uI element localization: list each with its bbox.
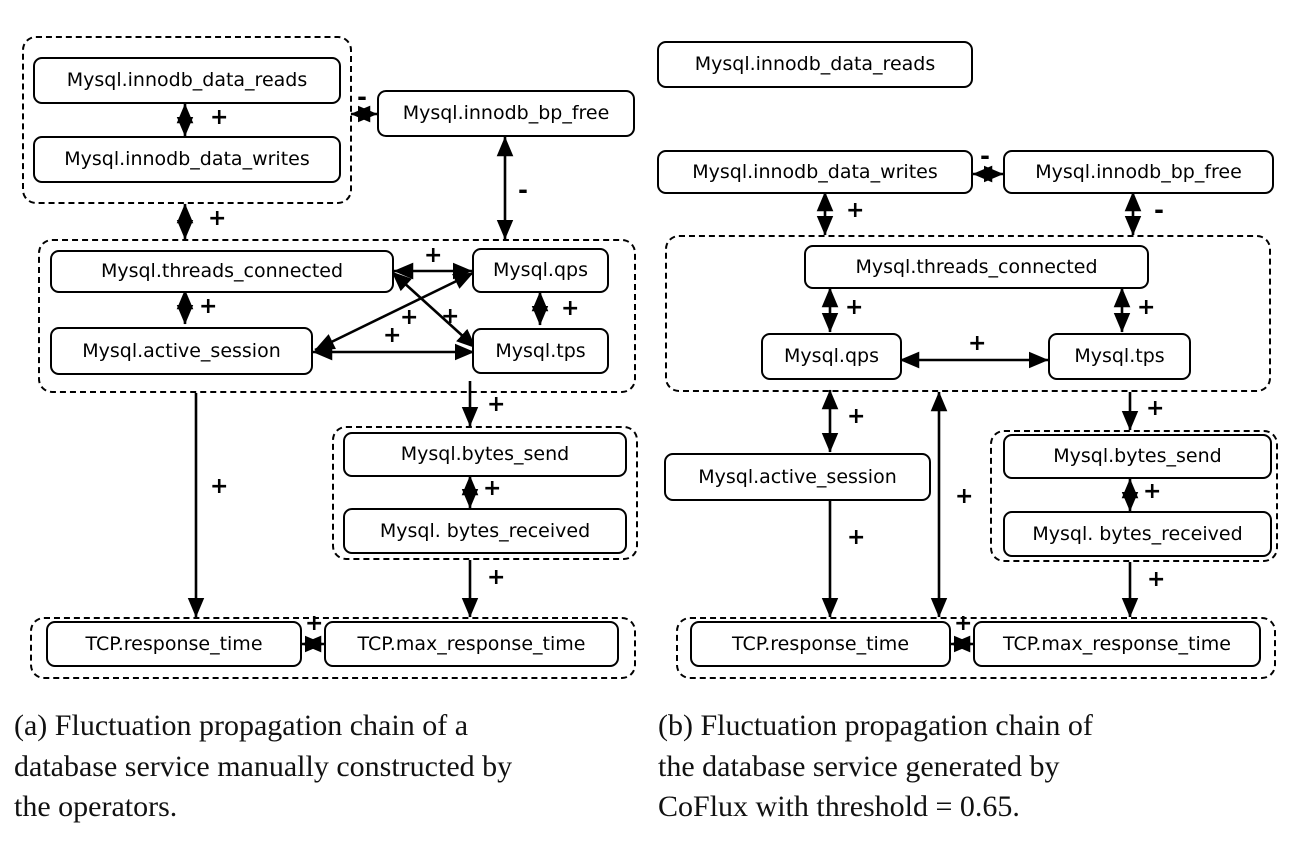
a-group-bytes xyxy=(332,426,638,560)
b-sign-bpfree-core: - xyxy=(1154,196,1164,224)
b-sign-qps-tps: + xyxy=(968,331,987,356)
b-sign-threads-qps: + xyxy=(845,295,864,320)
b-sign-core-tcp: + xyxy=(955,484,974,509)
a-sign-tcp-pair: + xyxy=(305,611,324,636)
panel-b-edges xyxy=(816,165,1142,653)
a-sign-threads-session: + xyxy=(199,294,218,319)
a-sign-session-qps: + xyxy=(400,305,419,330)
a-sign-threads-tps: + xyxy=(441,304,460,329)
node-mysql-innodb-data-reads[interactable]: Mysql.innodb_data_reads xyxy=(33,57,341,104)
caption-a-line-1: (a) Fluctuation propagation chain of a xyxy=(14,709,469,742)
caption-a: (a) Fluctuation propagation chain of a d… xyxy=(14,706,644,828)
a-sign-session-tps: + xyxy=(383,323,402,348)
panel-b-diagram: Mysql.innodb_data_reads Mysql.innodb_dat… xyxy=(640,0,1295,700)
node-mysql-tps[interactable]: Mysql.tps xyxy=(472,328,609,374)
b-sign-threads-tps: + xyxy=(1137,295,1156,320)
node-tcp-response-time[interactable]: TCP.response_time xyxy=(690,621,951,667)
node-mysql-active-session[interactable]: Mysql.active_session xyxy=(50,327,313,375)
b-sign-writes-core: + xyxy=(846,198,865,223)
a-group-core xyxy=(38,239,636,393)
b-group-core xyxy=(665,235,1271,392)
node-mysql-threads-connected[interactable]: Mysql.threads_connected xyxy=(804,245,1149,289)
b-sign-qps-session: + xyxy=(847,404,866,429)
a-sign-reads-writes: + xyxy=(210,105,229,130)
caption-b-line-1: (b) Fluctuation propagation chain of xyxy=(658,709,1093,742)
b-sign-tps-bytes: + xyxy=(1146,396,1165,421)
node-mysql-bytes-send[interactable]: Mysql.bytes_send xyxy=(343,432,627,477)
node-mysql-threads-connected[interactable]: Mysql.threads_connected xyxy=(50,250,394,293)
b-sign-session-tcp: + xyxy=(847,525,866,550)
a-sign-io-bpfree: - xyxy=(357,83,367,111)
node-mysql-bytes-received[interactable]: Mysql. bytes_received xyxy=(1003,511,1272,557)
node-mysql-innodb-data-writes[interactable]: Mysql.innodb_data_writes xyxy=(657,150,973,194)
caption-a-line-3: the operators. xyxy=(14,790,178,823)
node-tcp-max-response-time[interactable]: TCP.max_response_time xyxy=(324,621,619,667)
caption-b-line-3: CoFlux with threshold = 0.65. xyxy=(658,790,1020,823)
a-sign-bpfree-qps: - xyxy=(518,176,528,204)
b-group-tcp xyxy=(676,617,1276,679)
a-sign-io-core: + xyxy=(208,206,227,231)
panel-a-edges xyxy=(176,103,549,653)
node-mysql-bytes-received[interactable]: Mysql. bytes_received xyxy=(343,508,627,554)
node-tcp-response-time[interactable]: TCP.response_time xyxy=(46,621,302,667)
a-sign-threads-qps: + xyxy=(424,243,443,268)
node-tcp-max-response-time[interactable]: TCP.max_response_time xyxy=(973,621,1261,667)
node-mysql-innodb-data-reads[interactable]: Mysql.innodb_data_reads xyxy=(657,41,973,88)
a-sign-bytes-tcp: + xyxy=(487,565,506,590)
node-mysql-innodb-bp-free[interactable]: Mysql.innodb_bp_free xyxy=(377,90,635,137)
node-mysql-innodb-data-writes[interactable]: Mysql.innodb_data_writes xyxy=(33,136,341,183)
b-sign-writes-bpfree: - xyxy=(980,142,990,170)
figure-captions: (a) Fluctuation propagation chain of a d… xyxy=(0,700,1295,848)
node-mysql-active-session[interactable]: Mysql.active_session xyxy=(664,453,931,501)
caption-a-line-2: database service manually constructed by xyxy=(14,749,513,783)
node-mysql-tps[interactable]: Mysql.tps xyxy=(1048,333,1191,380)
node-mysql-bytes-send[interactable]: Mysql.bytes_send xyxy=(1003,434,1272,479)
node-mysql-qps[interactable]: Mysql.qps xyxy=(472,248,609,293)
node-mysql-innodb-bp-free[interactable]: Mysql.innodb_bp_free xyxy=(1003,150,1274,194)
caption-b: (b) Fluctuation propagation chain of the… xyxy=(658,706,1280,828)
b-group-bytes xyxy=(990,430,1278,562)
node-mysql-qps[interactable]: Mysql.qps xyxy=(761,333,902,380)
b-sign-bytes-tcp: + xyxy=(1147,567,1166,592)
a-group-tcp xyxy=(30,617,636,679)
caption-b-line-2: the database service generated by xyxy=(658,749,1060,783)
a-sign-qps-tps: + xyxy=(561,296,580,321)
b-sign-send-received: + xyxy=(1143,479,1162,504)
panel-a-diagram: Mysql.innodb_data_reads Mysql.innodb_dat… xyxy=(0,0,655,700)
b-sign-tcp-pair: + xyxy=(954,611,973,636)
a-sign-send-received: + xyxy=(483,476,502,501)
a-sign-tps-bytes: + xyxy=(487,392,506,417)
a-sign-core-tcp: + xyxy=(210,474,229,499)
